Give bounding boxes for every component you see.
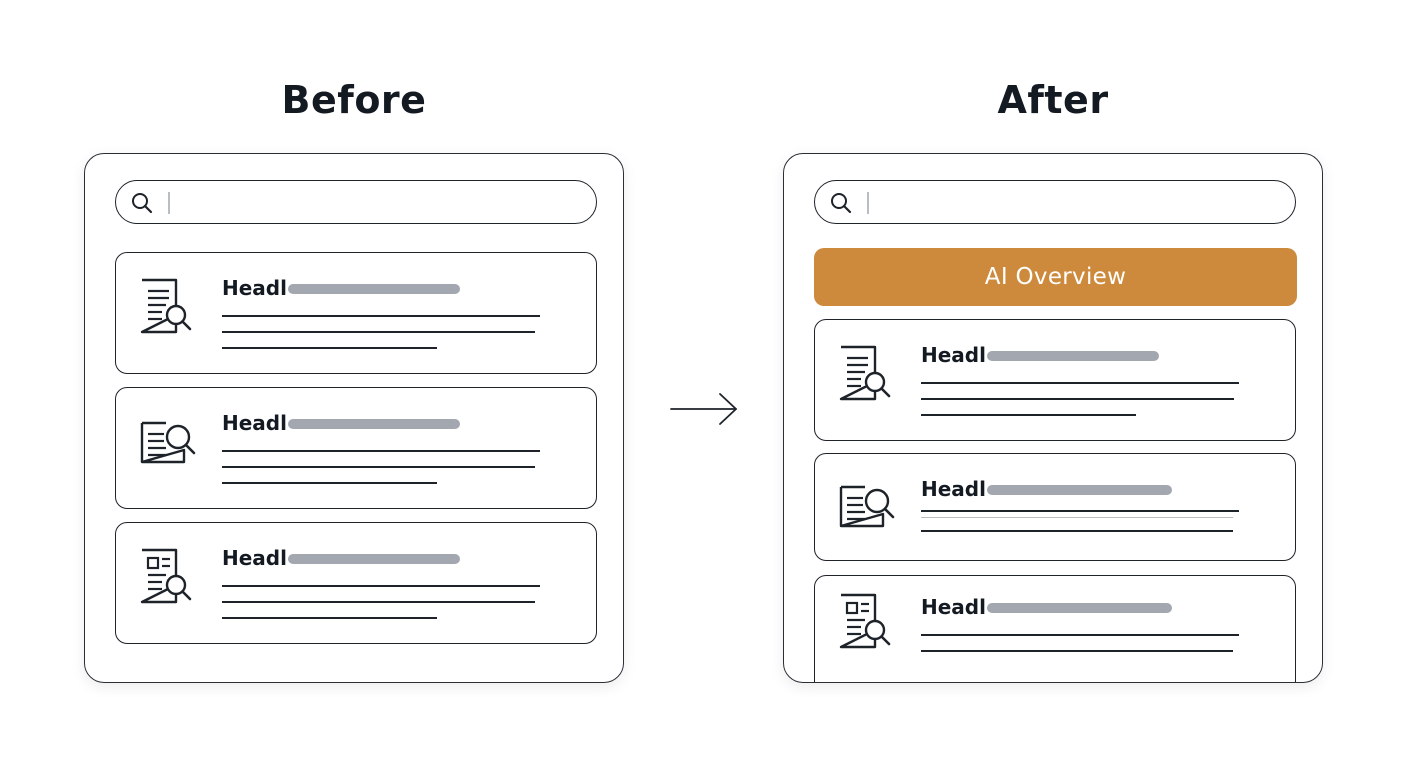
snippet-line — [921, 398, 1234, 400]
headline-placeholder-bar — [288, 554, 460, 564]
headline-placeholder-bar — [987, 351, 1159, 361]
document-search-icon — [839, 593, 891, 649]
search-bar[interactable] — [814, 180, 1296, 224]
result-card[interactable]: Headl — [115, 252, 597, 374]
headline-placeholder-bar — [288, 284, 460, 294]
search-icon — [132, 193, 153, 214]
ai-overview-banner[interactable]: AI Overview — [814, 248, 1297, 306]
result-card[interactable]: Headl — [115, 387, 597, 509]
after-title: After — [997, 78, 1109, 122]
document-search-icon — [140, 278, 192, 334]
before-title: Before — [281, 78, 427, 122]
result-card[interactable]: Headl — [115, 522, 597, 644]
result-headline: Headl — [921, 595, 986, 619]
search-input[interactable] — [875, 187, 1279, 219]
snippet-line — [222, 585, 540, 587]
text-cursor — [867, 192, 869, 214]
result-headline: Headl — [921, 477, 986, 501]
result-card[interactable]: Headl — [814, 575, 1296, 682]
snippet-line — [222, 315, 540, 317]
before-panel: Headl Headl — [84, 153, 624, 683]
snippet-line — [222, 482, 437, 484]
snippet-line — [921, 650, 1233, 652]
snippet-line — [222, 331, 535, 333]
after-panel: AI Overview Headl Headl — [783, 153, 1323, 683]
result-card[interactable]: Headl — [814, 319, 1296, 441]
search-icon — [831, 193, 852, 214]
snippet-line — [222, 450, 540, 452]
result-headline: Headl — [222, 411, 287, 435]
snippet-line — [222, 617, 437, 619]
text-cursor — [168, 192, 170, 214]
snippet-line — [222, 466, 535, 468]
document-search-icon — [839, 485, 895, 528]
snippet-line — [921, 510, 1239, 512]
headline-placeholder-bar — [288, 419, 460, 429]
search-bar[interactable] — [115, 180, 597, 224]
result-headline: Headl — [222, 276, 287, 300]
snippet-line — [921, 382, 1239, 384]
result-headline: Headl — [921, 343, 986, 367]
right-arrow-icon — [670, 393, 737, 425]
headline-placeholder-bar — [987, 603, 1172, 613]
snippet-line — [921, 517, 1233, 518]
snippet-line — [921, 414, 1136, 416]
document-search-icon — [140, 421, 196, 464]
headline-placeholder-bar — [987, 485, 1172, 495]
snippet-line — [921, 530, 1233, 532]
document-search-icon — [140, 548, 192, 604]
snippet-line — [222, 601, 535, 603]
search-input[interactable] — [176, 187, 580, 219]
result-headline: Headl — [222, 546, 287, 570]
snippet-line — [921, 634, 1239, 636]
snippet-line — [222, 347, 437, 349]
result-card[interactable]: Headl — [814, 453, 1296, 561]
document-search-icon — [839, 345, 891, 401]
